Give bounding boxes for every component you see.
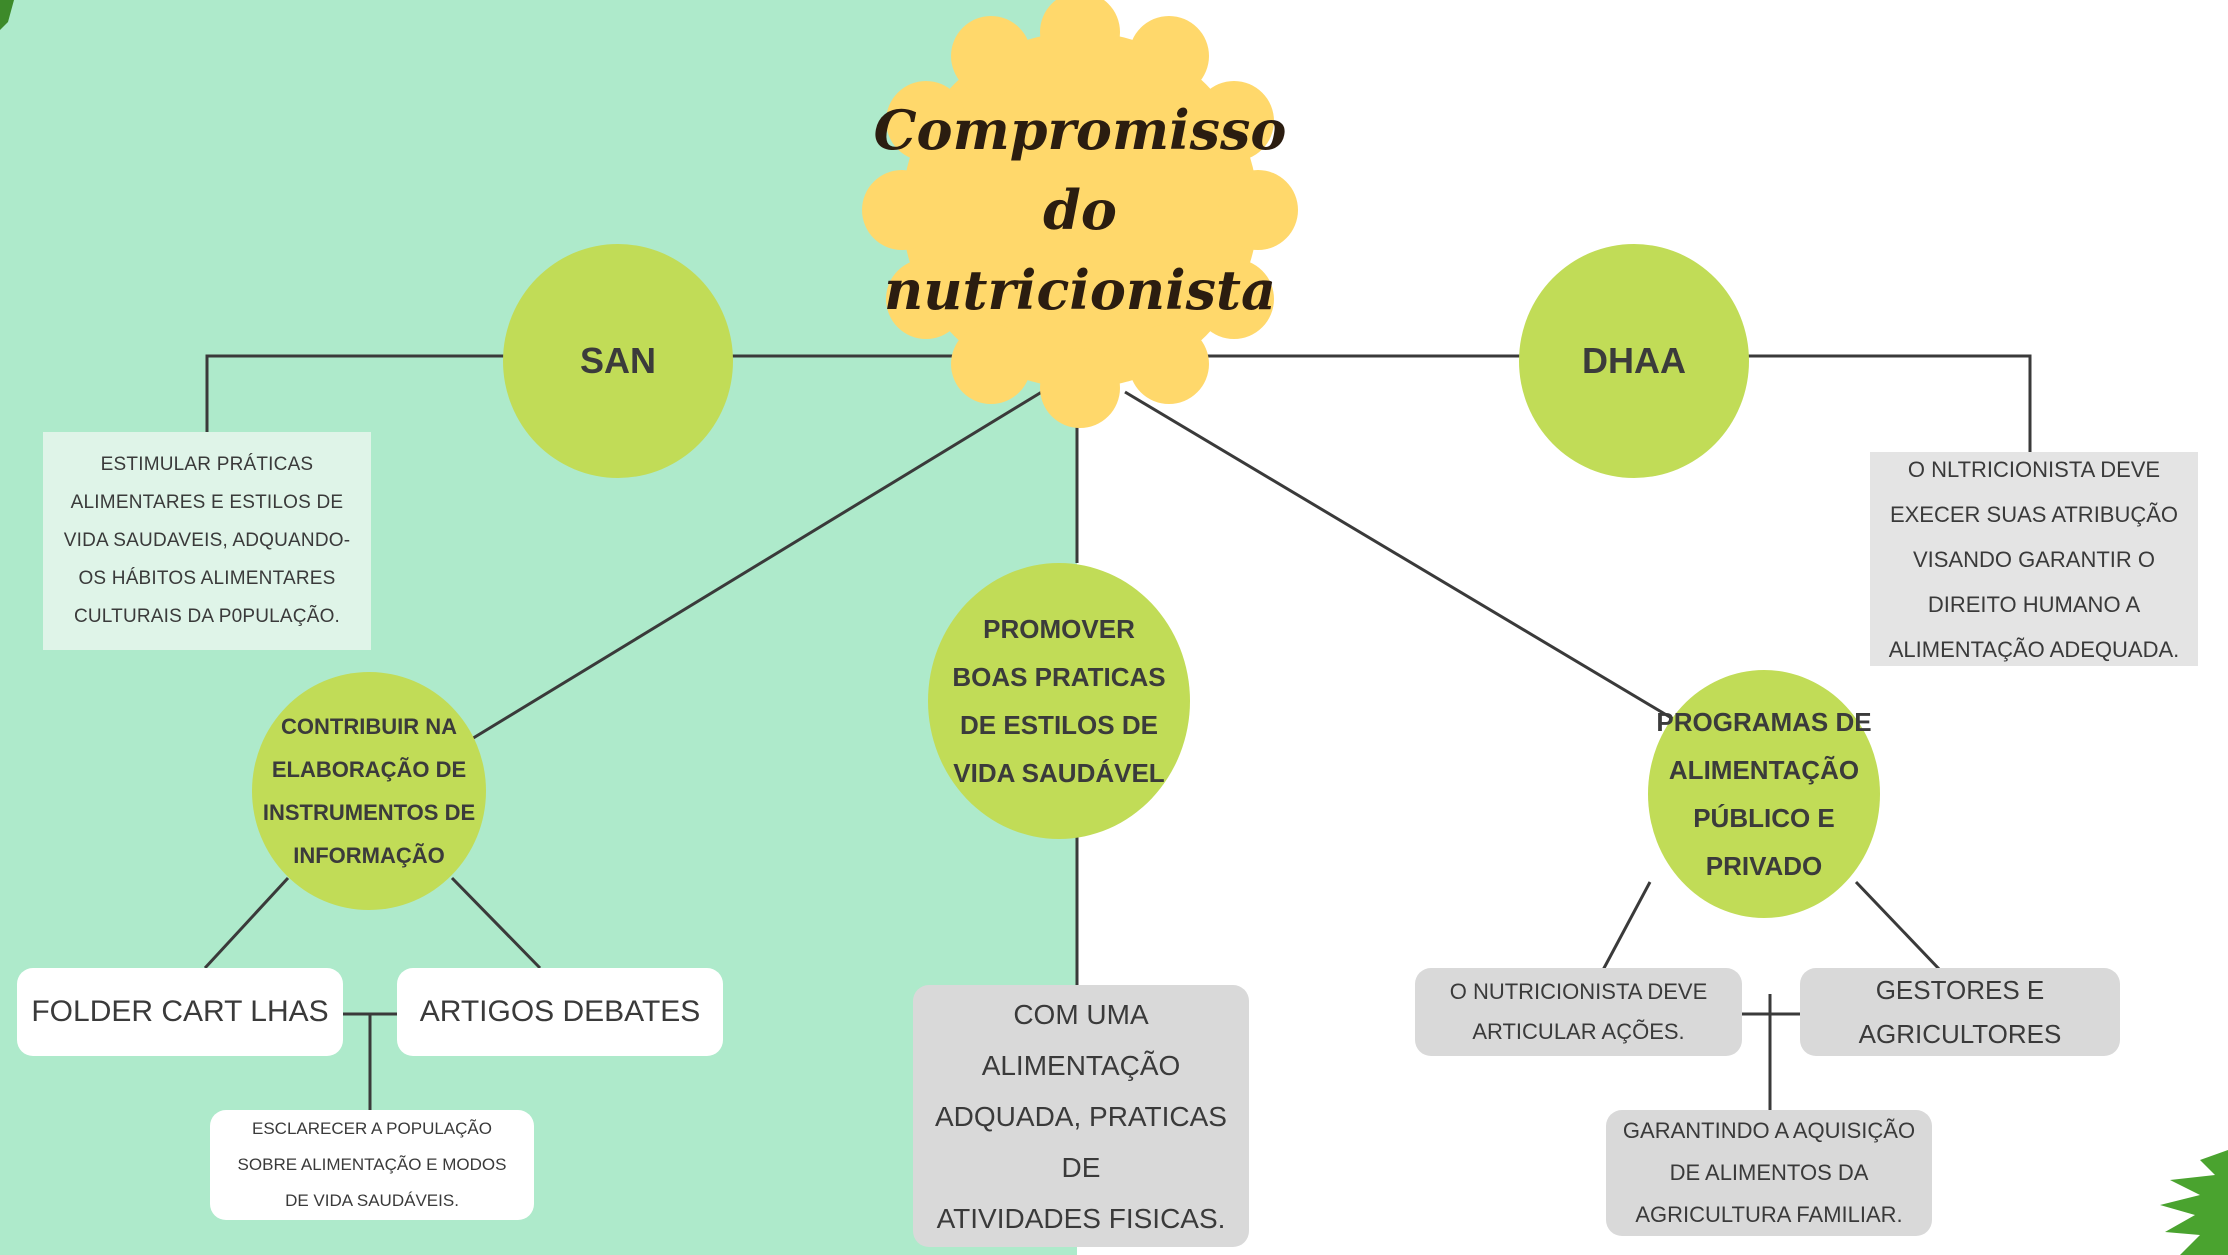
dhaa-label: DHAA bbox=[1582, 340, 1686, 381]
san-circle: SAN bbox=[503, 244, 733, 478]
gestores-box: GESTORES E AGRICULTORES bbox=[1800, 968, 2120, 1056]
page-title: Compromisso do nutricionista bbox=[873, 98, 1287, 322]
contribuir-connector bbox=[469, 388, 1046, 742]
programas-label: PROGRAMAS DE ALIMENTAÇÃO PÚBLICO E PRIVA… bbox=[1656, 707, 1872, 881]
leaf-decoration-bottom-right bbox=[2160, 1150, 2228, 1255]
programas-circle: PROGRAMAS DE ALIMENTAÇÃO PÚBLICO E PRIVA… bbox=[1648, 670, 1880, 918]
garantindo-box: GARANTINDO A AQUISIÇÃO DE ALIMENTOS DA A… bbox=[1606, 1110, 1932, 1236]
folder-connector bbox=[203, 876, 290, 970]
esclarecer-box: ESCLARECER A POPULAÇÃO SOBRE ALIMENTAÇÃO… bbox=[210, 1110, 534, 1220]
dhaa-circle: DHAA bbox=[1519, 244, 1749, 478]
dhaa-connector bbox=[1200, 354, 2032, 452]
san-note: ESTIMULAR PRÁTICAS ALIMENTARES E ESTILOS… bbox=[43, 432, 371, 650]
title-badge bbox=[862, 0, 1298, 428]
san-label: SAN bbox=[579, 340, 656, 381]
articular-connector bbox=[1601, 881, 1652, 971]
programas-connector bbox=[1124, 390, 1706, 740]
artigos-debates-box: ARTIGOS DEBATES bbox=[397, 968, 723, 1056]
contribuir-label: CONTRIBUIR NA ELABORAÇÃO DE INSTRUMENTOS… bbox=[262, 714, 476, 868]
folder-cartilhas-box: FOLDER CART LHAS bbox=[17, 968, 343, 1056]
promover-note: COM UMA ALIMENTAÇÃO ADQUADA, PRATICAS DE… bbox=[913, 985, 1249, 1247]
articular-box: O NUTRICIONISTA DEVE ARTICULAR AÇÕES. bbox=[1415, 968, 1742, 1056]
artigos-connector bbox=[450, 876, 542, 970]
leaf-decoration-top-left bbox=[0, 0, 14, 30]
promover-label: PROMOVER BOAS PRATICAS DE ESTILOS DE VID… bbox=[952, 614, 1166, 788]
contribuir-circle: CONTRIBUIR NA ELABORAÇÃO DE INSTRUMENTOS… bbox=[252, 672, 486, 910]
dhaa-note: O NLTRICIONISTA DEVE EXECER SUAS ATRIBUÇ… bbox=[1870, 452, 2198, 666]
promover-circle: PROMOVER BOAS PRATICAS DE ESTILOS DE VID… bbox=[928, 563, 1190, 839]
gestores-connector bbox=[1854, 880, 1942, 972]
